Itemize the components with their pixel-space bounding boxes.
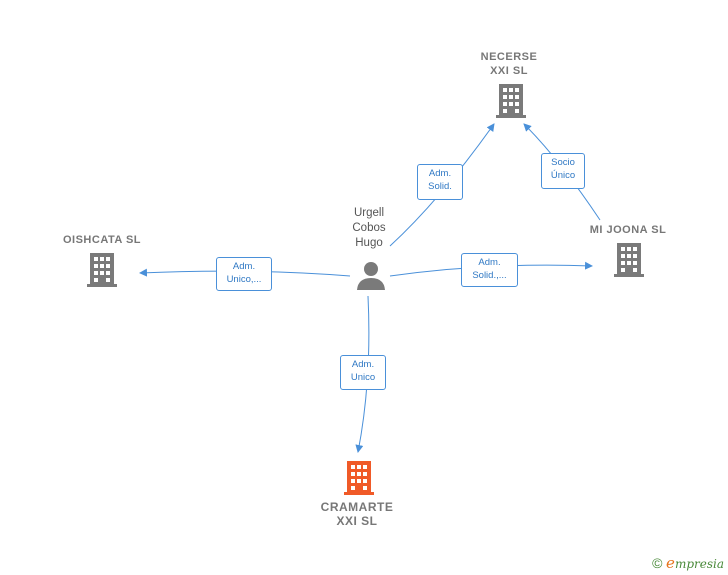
edge-label-line2: Único: [550, 169, 576, 181]
oishcata-name: OISHCATA SL: [62, 234, 141, 246]
edge-label-line1: Socio: [551, 157, 575, 168]
edge-label-person-mijoona[interactable]: Adm. Solid.,...: [461, 253, 518, 287]
building-icon[interactable]: [614, 243, 644, 277]
person-icon[interactable]: [356, 260, 386, 290]
building-icon[interactable]: [496, 84, 526, 118]
edge-label-line1: Adm.: [232, 261, 256, 272]
edge-label-line1: Adm.: [351, 359, 375, 370]
person-label[interactable]: Urgell Cobos Hugo: [334, 206, 404, 251]
edge-label-line2: Solid.: [428, 180, 452, 192]
edge-label-line2: Unico,...: [226, 273, 262, 285]
edge-label-person-necerse[interactable]: Adm. Solid.: [417, 164, 463, 200]
oishcata-label[interactable]: OISHCATA SL: [52, 233, 152, 247]
edge-label-mijoona-necerse[interactable]: Socio Único: [541, 153, 585, 189]
necerse-name-line1: NECERSE: [480, 51, 538, 63]
edge-label-line1: Adm.: [428, 168, 452, 179]
edge-label-line2: Solid.,...: [472, 269, 507, 281]
necerse-name-line2: XXI SL: [490, 65, 528, 77]
necerse-label[interactable]: NECERSE XXI SL: [469, 50, 549, 78]
person-name-line2: Cobos: [352, 222, 386, 234]
cramarte-name-line2: XXI SL: [336, 514, 378, 528]
empresia-brand[interactable]: © empresia: [652, 554, 724, 572]
edge-label-line2: Unico: [350, 371, 376, 383]
edge-label-person-oishcata[interactable]: Adm. Unico,...: [216, 257, 272, 291]
mijoona-label[interactable]: MI JOONA SL: [578, 223, 678, 237]
building-icon[interactable]: [344, 461, 374, 495]
cramarte-label[interactable]: CRAMARTE XXI SL: [307, 500, 407, 528]
mijoona-name: MI JOONA SL: [589, 224, 667, 236]
person-name-line1: Urgell: [353, 207, 385, 219]
edge-label-person-cramarte[interactable]: Adm. Unico: [340, 355, 386, 390]
building-icon[interactable]: [87, 253, 117, 287]
brand-name: mpresia: [674, 557, 724, 571]
edge-label-line1: Adm.: [478, 257, 501, 268]
copyright-icon: ©: [652, 555, 663, 571]
person-name-line3: Hugo: [355, 237, 383, 249]
cramarte-name-line1: CRAMARTE: [320, 500, 394, 514]
brand-logo-e: e: [666, 554, 675, 572]
